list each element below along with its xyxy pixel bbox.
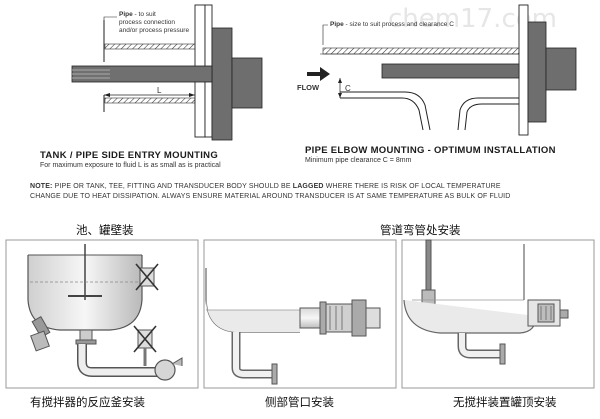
- elbow-pipe-label-rest: - size to suit process and clearance C: [343, 21, 454, 28]
- side-entry-pipe-label-rest: - to suit: [132, 11, 156, 18]
- label-reactor: 有搅拌器的反应釜安装: [30, 395, 145, 409]
- flow-label: FLOW: [297, 83, 320, 92]
- note-lagged: LAGGED: [292, 183, 324, 190]
- side-entry-title: TANK / PIPE SIDE ENTRY MOUNTING: [40, 150, 219, 161]
- note-line1a: PIPE OR TANK, TEE, FITTING AND TRANSDUCE…: [52, 183, 293, 190]
- elbow-pipe-label: Pipe - size to suit process and clearanc…: [330, 21, 454, 29]
- note-prefix: NOTE:: [30, 183, 53, 190]
- elbow-subtitle: Minimum pipe clearance C = 8mm: [305, 157, 412, 164]
- elbow-dim-label: C: [345, 84, 351, 93]
- elbow-pipe-label-bold: Pipe: [330, 21, 344, 28]
- bottom-frames: [5, 239, 595, 389]
- label-tank-wall: 池、罐壁装: [76, 223, 134, 237]
- elbow-diagram: [307, 4, 577, 136]
- side-entry-pipe-label: Pipe - to suit process connection and/or…: [119, 11, 189, 35]
- side-entry-pipe-label-line3: and/or process pressure: [119, 27, 190, 34]
- side-entry-pipe-label-bold: Pipe: [119, 11, 133, 18]
- side-entry-pipe-label-line2: process connection: [119, 19, 176, 26]
- label-side-outlet: 侧部管口安装: [265, 395, 334, 409]
- side-entry-dim-label: L: [157, 86, 162, 95]
- label-no-stirrer-top: 无搅拌装置罐顶安装: [453, 395, 557, 409]
- side-entry-diagram: [71, 4, 263, 141]
- label-pipe-elbow: 管道弯管处安装: [380, 223, 461, 237]
- reactor-diagram: [27, 244, 183, 381]
- side-outlet-diagram: [205, 268, 381, 385]
- elbow-title: PIPE ELBOW MOUNTING - OPTIMUM INSTALLATI…: [305, 145, 556, 156]
- tank-top-diagram: [403, 239, 569, 365]
- note-line1c: WHERE THERE IS RISK OF LOCAL TEMPERATURE: [323, 183, 501, 190]
- side-entry-subtitle: For maximum exposure to fluid L is as sm…: [40, 162, 221, 169]
- note-line2: CHANGE DUE TO HEAT DISSIPATION. ALWAYS E…: [30, 193, 511, 200]
- lagging-note: NOTE: PIPE OR TANK, TEE, FITTING AND TRA…: [30, 182, 510, 202]
